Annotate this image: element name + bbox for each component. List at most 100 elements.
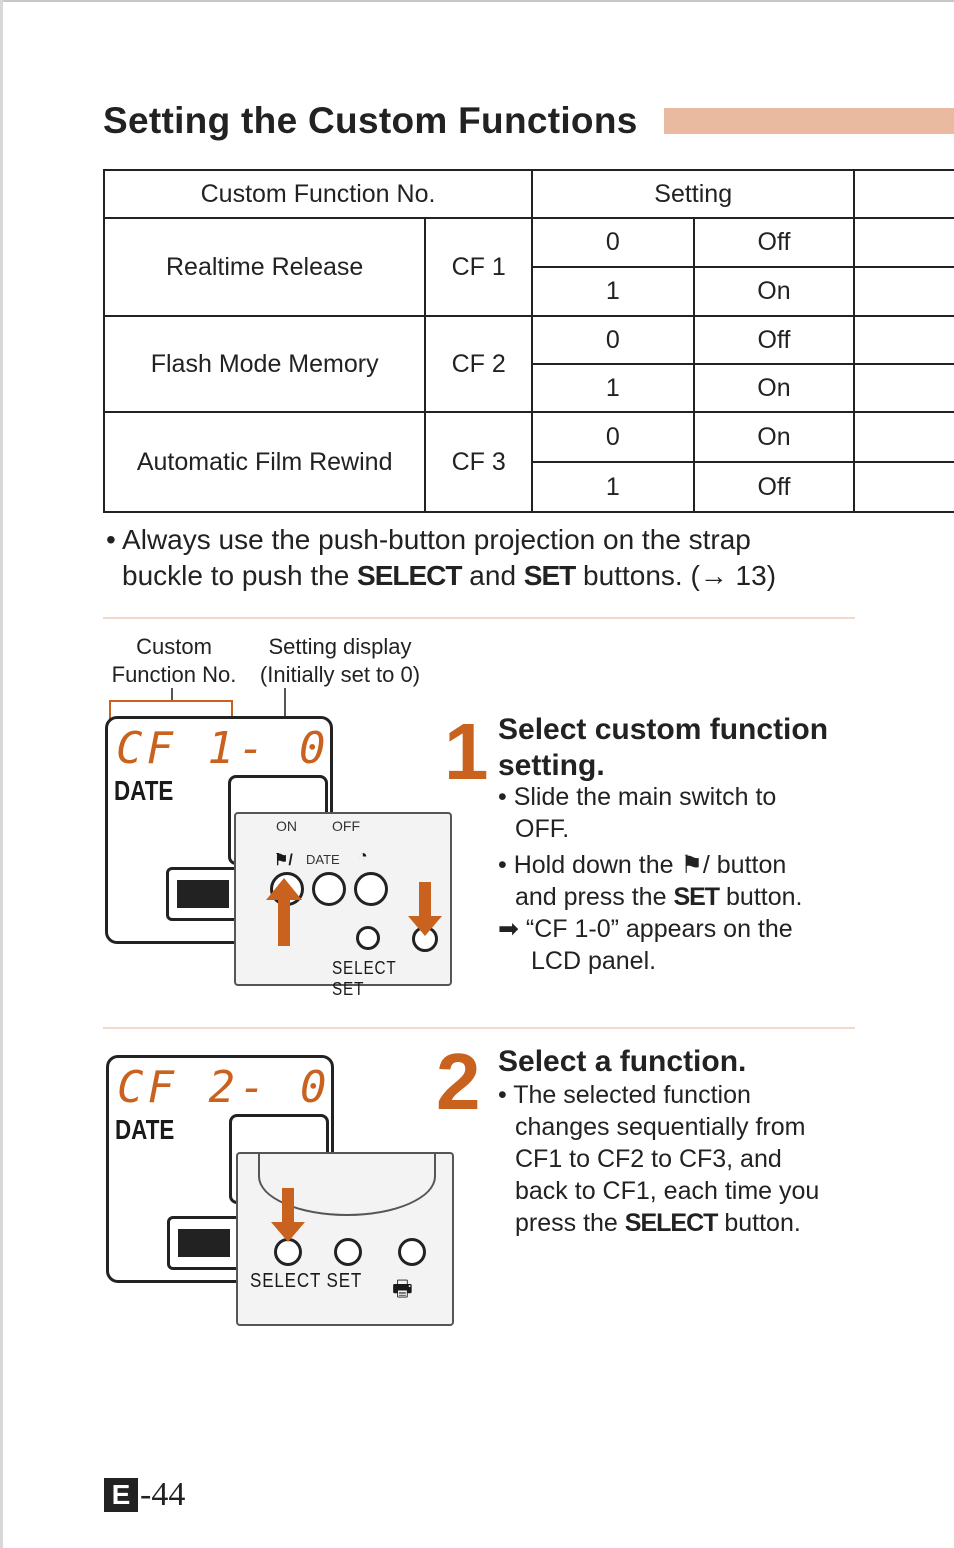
function-code: CF 3: [424, 411, 534, 513]
switch-off-label: OFF: [332, 818, 360, 834]
setting-value: 1: [531, 461, 695, 513]
blank-cell: [853, 217, 954, 268]
select-set-labels: SELECT SET: [250, 1270, 362, 1293]
camera-button-panel: ON OFF ⚑/ DATE ◔ SELECT SET: [234, 812, 452, 999]
lcd-readout: CF 1- 0: [116, 723, 330, 774]
step-2-title: Select a function.: [498, 1045, 747, 1078]
table-row: 1 On: [104, 266, 954, 317]
step-result: LCD panel.: [531, 947, 657, 975]
select-set-labels: SELECT SET: [332, 958, 432, 1000]
step-title-text: setting.: [498, 749, 605, 782]
divider: [103, 617, 855, 619]
print-button[interactable]: [398, 1238, 426, 1266]
setting-label: Off: [692, 217, 856, 268]
date-button-label: DATE: [306, 852, 340, 867]
set-button[interactable]: [334, 1238, 362, 1266]
lcd-date-label: DATE: [115, 1114, 175, 1145]
table-row: 1 On: [104, 363, 954, 413]
blank-cell: [853, 315, 954, 365]
setting-label: Off: [692, 315, 856, 365]
step-title-text: Select custom function: [498, 713, 829, 746]
set-keyword: SET: [673, 883, 720, 911]
step-1-title: Select custom function setting.: [498, 712, 828, 784]
print-icon: 🖶: [392, 1276, 413, 1301]
up-arrow-head: [266, 878, 302, 900]
set-label: SET: [326, 1270, 363, 1292]
language-badge: E: [104, 1478, 138, 1512]
self-timer-button[interactable]: [354, 872, 388, 906]
set-label: SET: [332, 979, 365, 999]
callout-text: Custom: [136, 634, 212, 659]
setting-value: 0: [531, 315, 695, 365]
step-text: • Hold down the ⚑/ button: [498, 851, 787, 879]
note-text: buckle to push the: [122, 560, 358, 591]
table-row: 1 Off: [104, 461, 954, 513]
select-keyword: SELECT: [357, 560, 462, 591]
page-number-text: -44: [140, 1476, 186, 1513]
table-row: Automatic Film Rewind CF 3 0 On: [102, 411, 954, 513]
callout-bracket: [109, 700, 233, 722]
page-edge-top: [0, 0, 954, 2]
function-code: CF 1: [424, 217, 534, 317]
camera-button-panel: SELECT SET 🖶: [236, 1152, 454, 1326]
step-2-number: 2: [436, 1037, 481, 1126]
setting-label: Off: [692, 461, 856, 513]
text: button.: [717, 1209, 801, 1237]
step-text: changes sequentially from: [515, 1113, 806, 1141]
lcd-readout: CF 2- 0: [117, 1062, 331, 1113]
date-button[interactable]: [312, 872, 346, 906]
down-arrow-head: [271, 1222, 305, 1242]
setting-value: 1: [531, 266, 695, 317]
setting-value: 1: [531, 363, 695, 413]
header-blank: [853, 169, 954, 219]
setting-label: On: [692, 411, 856, 463]
callout-leader: [284, 688, 286, 724]
step-text: OFF.: [515, 815, 570, 843]
battery-icon: [167, 1216, 243, 1270]
down-arrow-head: [408, 916, 442, 936]
lcd-date-label: DATE: [114, 775, 174, 806]
setting-value: 0: [531, 217, 695, 268]
note-line-1: • Always use the push-button projection …: [106, 522, 776, 558]
step-1-body: • Slide the main switch to OFF. • Hold d…: [498, 781, 858, 977]
page-number: E -44: [104, 1476, 185, 1514]
step-text: press the SELECT button.: [498, 1207, 858, 1239]
callout-leader: [171, 688, 173, 700]
down-arrow-icon: [419, 882, 431, 918]
blank-cell: [853, 461, 954, 513]
select-button[interactable]: [356, 926, 380, 950]
text: and press the: [515, 883, 674, 911]
function-name: Automatic Film Rewind: [102, 411, 427, 513]
callout-text: (Initially set to 0): [259, 662, 421, 687]
set-keyword: SET: [523, 560, 576, 591]
text: press the: [515, 1209, 625, 1237]
step-2-body: • The selected function changes sequenti…: [498, 1079, 858, 1239]
select-keyword: SELECT: [624, 1209, 719, 1237]
divider: [103, 1027, 855, 1029]
step-text: back to CF1, each time you: [515, 1177, 820, 1205]
table-row: Realtime Release CF 1 0 Off: [102, 217, 954, 317]
note-text: buttons. (→ 13): [575, 560, 777, 591]
custom-functions-table: Custom Function No. Setting Realtime Rel…: [102, 169, 954, 513]
step-text: • The selected function: [498, 1081, 751, 1109]
setting-value: 0: [531, 411, 695, 463]
blank-cell: [853, 363, 954, 413]
function-code: CF 2: [424, 315, 534, 413]
header-setting: Setting: [531, 169, 856, 219]
callout-text: Function No.: [111, 662, 237, 687]
text: button.: [719, 883, 803, 911]
strap-buckle-note: • Always use the push-button projection …: [106, 522, 776, 594]
switch-on-label: ON: [276, 818, 297, 834]
select-button[interactable]: [274, 1238, 302, 1266]
callout-setting-display: Setting display (Initially set to 0): [252, 633, 428, 689]
page-title: Setting the Custom Functions: [103, 100, 638, 141]
blank-cell: [853, 266, 954, 317]
flash-mode-icon: ⚑/: [274, 852, 293, 869]
self-timer-icon: ◔: [358, 848, 368, 865]
select-label: SELECT: [250, 1270, 321, 1292]
note-text: and: [461, 560, 524, 591]
table-header-row: Custom Function No. Setting: [102, 169, 954, 219]
step-text: • Slide the main switch to: [498, 783, 777, 811]
select-label: SELECT: [332, 958, 397, 978]
note-line-2: buckle to push the SELECT and SET button…: [106, 558, 776, 594]
